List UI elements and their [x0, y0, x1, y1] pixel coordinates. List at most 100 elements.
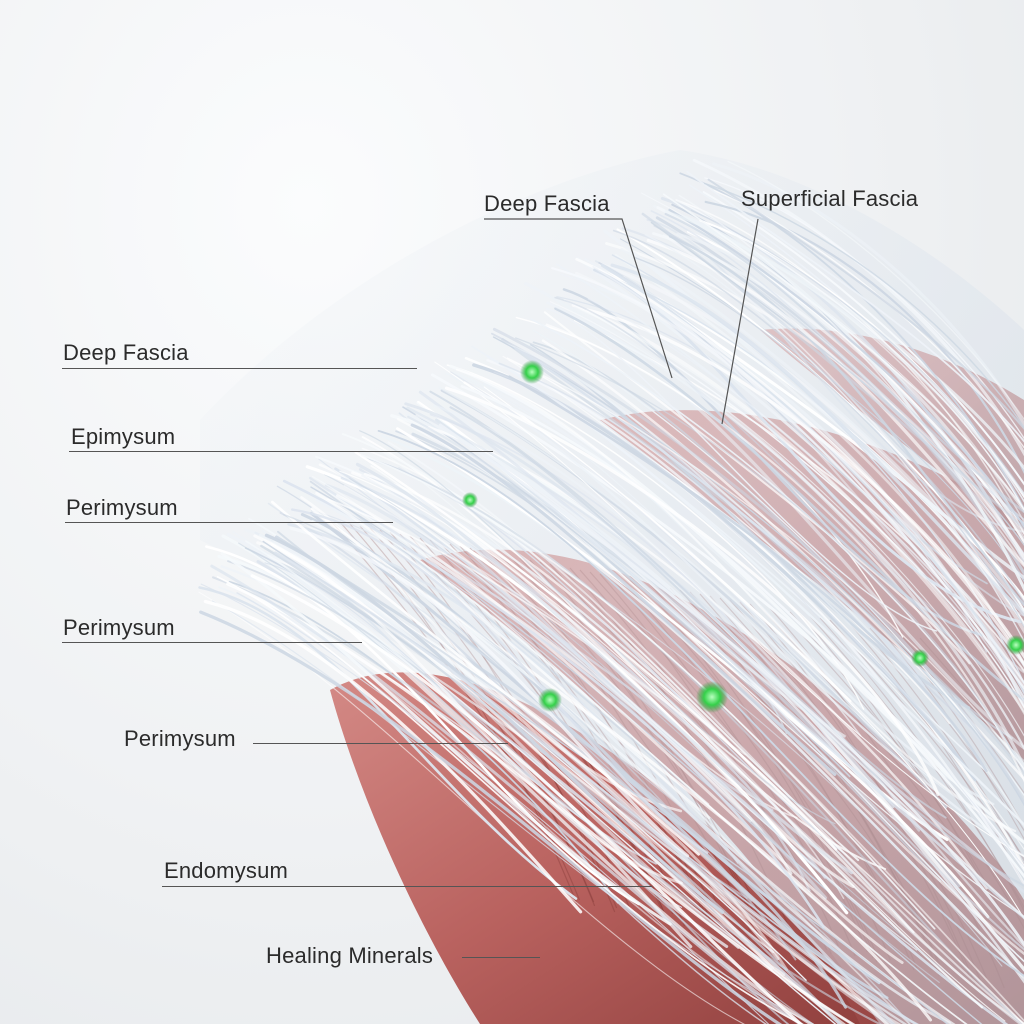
fascia-fiber: [515, 337, 1024, 775]
fascia-fiber: [620, 238, 1024, 583]
fascia-fiber: [220, 552, 672, 926]
fascia-fiber: [203, 599, 583, 914]
fascia-fiber: [199, 610, 783, 1024]
fascia-fiber: [650, 210, 1024, 521]
fascia-fiber: [300, 513, 889, 1000]
fascia-fiber: [354, 451, 838, 851]
leader-deep-fascia-left: [62, 368, 417, 369]
fascia-fiber: [274, 551, 920, 1024]
fascia-fiber: [612, 229, 1024, 604]
fascia-fiber: [702, 191, 1024, 486]
fascia-fiber: [198, 586, 578, 900]
fascia-fiber: [455, 368, 1017, 833]
fascia-fiber: [633, 256, 1024, 629]
fascia-fiber: [676, 199, 1024, 512]
leader-superficial-fascia: [721, 218, 759, 425]
fascia-fiber: [410, 423, 837, 776]
fascia-fiber: [418, 390, 1024, 894]
label-perimysum-3: Perimysum: [124, 726, 236, 751]
healing-mineral-particles: [462, 360, 1024, 713]
fascia-fiber: [492, 327, 1024, 807]
fascia-fiber: [616, 228, 1024, 613]
fascia-fiber: [641, 212, 1024, 530]
fascia-fiber: [492, 336, 1024, 807]
fascia-fiber: [692, 158, 1024, 457]
fascia-fiber: [250, 574, 804, 1024]
fascia-fiber: [449, 374, 1024, 858]
fascia-fiber: [438, 386, 862, 737]
fascia-fiber: [545, 307, 938, 632]
mineral-particle: [520, 360, 544, 384]
label-perimysum-1: Perimysum: [66, 495, 178, 520]
fascia-fiber: [438, 423, 1024, 947]
fascia-fiber: [407, 415, 1024, 951]
fascia-fiber: [449, 364, 1024, 845]
fascia-fiber: [289, 526, 690, 858]
mineral-particle: [1006, 635, 1024, 655]
fascia-fiber: [339, 470, 1006, 1022]
fascia-fiber: [574, 271, 1024, 689]
fascia-fiber: [506, 357, 950, 725]
fascia-fiber: [276, 485, 918, 1024]
fascia-fiber: [406, 413, 1024, 984]
label-endomysum: Endomysum: [164, 858, 289, 883]
label-deep-fascia-left: Deep Fascia: [63, 340, 189, 365]
fascia-fiber: [377, 429, 1024, 977]
fascia-fiber: [291, 508, 709, 854]
fascia-fiber: [614, 253, 1024, 669]
fascia-fiber: [543, 311, 971, 665]
fascia-fiber: [396, 427, 990, 919]
fascia-fiber: [472, 363, 977, 782]
fascia-fiber: [578, 308, 1024, 716]
fascia-fiber: [433, 404, 1024, 948]
leader-deep-fascia-top: [484, 218, 673, 379]
fascia-fiber: [668, 235, 1024, 607]
mineral-particle: [462, 492, 478, 508]
fascia-fiber: [498, 340, 909, 680]
fascia-fiber: [620, 247, 1024, 614]
fascia-fiber: [380, 434, 1024, 980]
fascia-fiber: [264, 533, 725, 914]
fascia-fiber: [502, 355, 1024, 851]
fascia-fiber: [270, 500, 700, 856]
angled-leaders: [484, 218, 759, 425]
leader-perimysum-3: [253, 743, 508, 744]
fascia-fiber: [315, 491, 711, 820]
fascia-fiber: [678, 194, 1024, 561]
label-healing-minerals: Healing Minerals: [266, 943, 434, 968]
fascia-fiber: [686, 170, 1024, 443]
fascia-fiber: [704, 177, 1024, 440]
leader-healing-minerals: [462, 957, 540, 958]
fascia-fiber: [361, 474, 1023, 1024]
fascia-fiber: [359, 430, 836, 825]
fascia-fiber: [546, 301, 1024, 751]
fascia-fiber: [420, 423, 1024, 963]
fascia-fiber: [592, 266, 1024, 684]
fascia-fiber: [282, 479, 825, 929]
fascia-fiber: [335, 494, 904, 965]
fascia-fibers: [198, 158, 1024, 1024]
fascia-fiber: [450, 371, 830, 686]
label-epimysum: Epimysum: [71, 424, 176, 449]
fascia-fiber: [514, 347, 925, 688]
fascia-fiber: [554, 307, 1024, 702]
fascia-fiber: [598, 262, 1024, 635]
fascia-fiber: [415, 414, 1024, 919]
fascia-fiber: [245, 540, 740, 949]
fascia-fiber: [429, 390, 947, 819]
label-superficial-fascia: Superficial Fascia: [741, 186, 919, 211]
fascia-fiber: [545, 323, 1024, 784]
leader-perimysum-2: [62, 642, 362, 643]
fascia-fiber: [463, 381, 852, 703]
fascia-fiber: [387, 441, 1024, 1024]
fascia-fiber: [343, 484, 845, 900]
mineral-particle: [696, 681, 728, 713]
fascia-fiber: [707, 178, 1024, 431]
fascia-fiber: [486, 359, 1024, 887]
label-deep-fascia-top: Deep Fascia: [484, 191, 610, 216]
fascia-fiber: [603, 229, 1024, 579]
fascia-fiber: [688, 184, 1024, 504]
fascia-fiber: [244, 528, 786, 977]
fascia-fiber: [309, 492, 968, 1024]
